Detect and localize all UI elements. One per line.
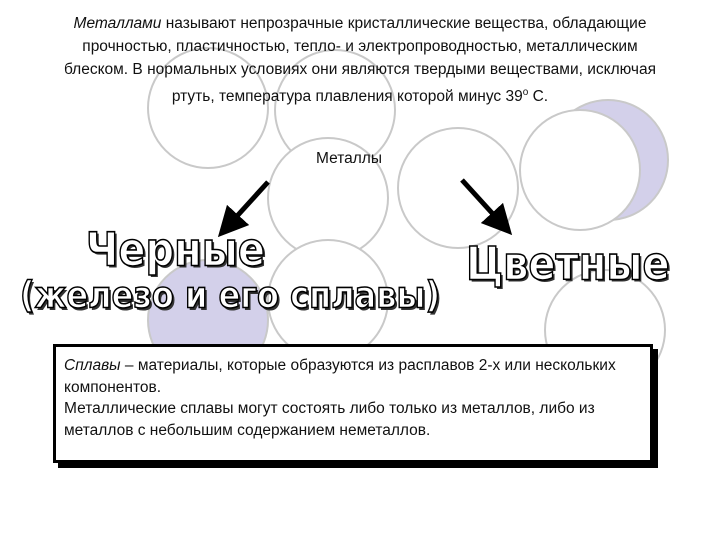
intro-text: называют непрозрачные кристаллические ве… bbox=[63, 15, 657, 106]
intro-text-end: С. bbox=[528, 88, 549, 106]
ferrous-subtitle: (железо и его сплавы) bbox=[19, 272, 441, 317]
circle-mid-right bbox=[519, 109, 641, 231]
alloys-definition-box: Сплавы – материалы, которые образуются и… bbox=[53, 344, 653, 463]
ferrous-title: Черные bbox=[85, 223, 266, 278]
circle-top-left bbox=[147, 47, 269, 169]
intro-paragraph: Металлами называют непрозрачные кристалл… bbox=[58, 12, 662, 108]
diagram-root-label: Металлы bbox=[316, 150, 382, 167]
arrow-right bbox=[460, 178, 513, 236]
alloys-definition-text: – материалы, которые образуются из распл… bbox=[64, 357, 616, 396]
alloys-term: Сплавы bbox=[64, 357, 121, 374]
degree-sup: о bbox=[522, 87, 529, 98]
alloys-definition-line1: Сплавы – материалы, которые образуются и… bbox=[64, 355, 642, 398]
arrow-left bbox=[217, 180, 270, 238]
alloys-composition-text: Металлические сплавы могут состоять либо… bbox=[64, 400, 595, 439]
intro-term: Металлами bbox=[73, 15, 162, 32]
nonferrous-title: Цветные bbox=[465, 237, 670, 292]
